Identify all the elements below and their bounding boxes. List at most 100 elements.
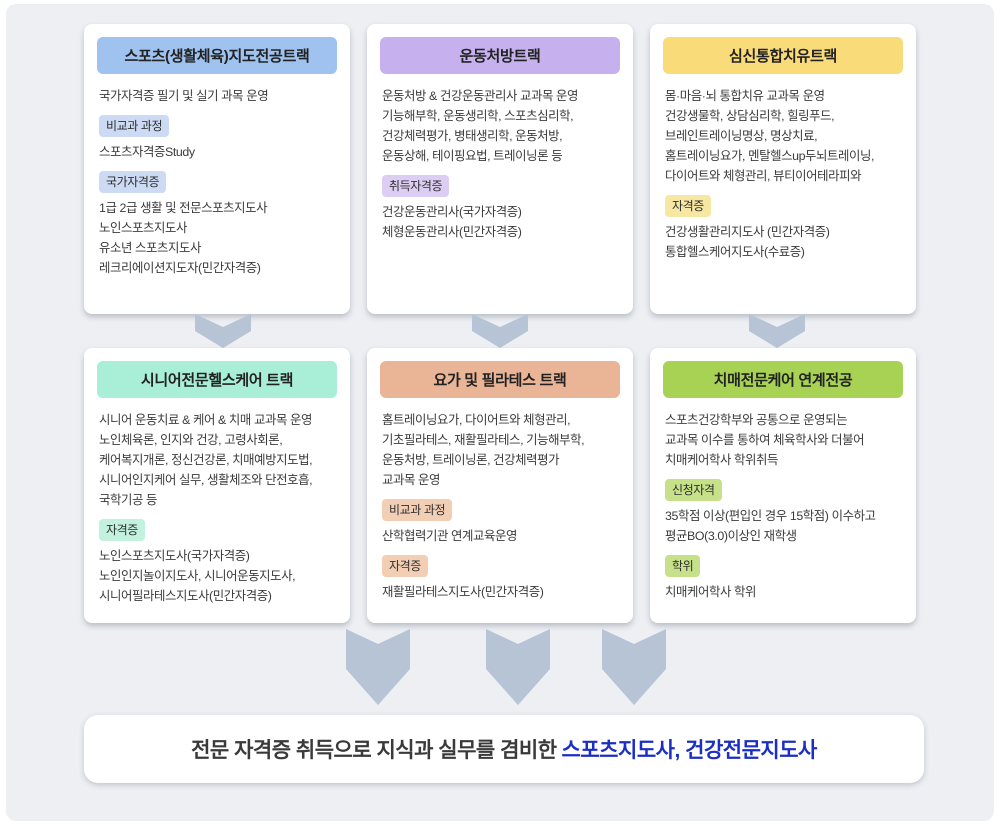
track-card-body: 홈트레이닝요가, 다이어트와 체형관리, 기초필라테스, 재활필라테스, 기능해부…: [367, 406, 633, 616]
text-line: 다이어트와 체형관리, 뷰티이어테라피와: [665, 169, 862, 183]
down-arrow-icon: [749, 314, 806, 348]
badge-row: 자격증: [99, 519, 335, 541]
text-line: 노인스포츠지도사: [99, 221, 187, 235]
text-block: 홈트레이닝요가, 다이어트와 체형관리, 기초필라테스, 재활필라테스, 기능해부…: [382, 410, 618, 490]
text-line: 시니어 운동치료 & 케어 & 치매 교과목 운영: [99, 413, 313, 427]
text-block: 치매케어학사 학위: [665, 582, 901, 602]
text-line: 홈트레이닝요가, 다이어트와 체형관리,: [382, 413, 571, 427]
track-card-title: 요가 및 필라테스 트랙: [380, 361, 620, 398]
arrow-cell: [639, 314, 916, 348]
text-line: 교과목 이수를 통하여 체육학사와 더불어: [665, 433, 865, 447]
category-badge: 자격증: [382, 555, 428, 577]
text-line: 몸·마음·뇌 통합치유 교과목 운영: [665, 89, 825, 103]
badge-row: 자격증: [665, 195, 901, 217]
category-badge: 신청자격: [665, 479, 722, 501]
text-line: 35학점 이상(편입인 경우 15학점) 이수하고: [665, 509, 876, 523]
text-block: 재활필라테스지도사(민간자격증): [382, 582, 618, 602]
text-line: 국학기공 등: [99, 493, 158, 507]
category-badge: 학위: [665, 555, 701, 577]
text-block: 국가자격증 필기 및 실기 과목 운영: [99, 86, 335, 106]
text-line: 건강생물학, 상담심리학, 힐링푸드,: [665, 109, 835, 123]
down-arrow-icon: [346, 629, 410, 705]
text-line: 스포츠건강학부와 공통으로 운영되는: [665, 413, 848, 427]
text-line: 치매케어학사 학위: [665, 585, 757, 599]
badge-row: 자격증: [382, 555, 618, 577]
text-line: 스포츠자격증Study: [99, 145, 195, 159]
down-arrow-icon: [471, 314, 528, 348]
text-line: 레크리에이션지도자(민간자격증): [99, 261, 261, 275]
text-line: 시니어필라테스지도사(민간자격증): [99, 589, 272, 603]
category-badge: 비교과 과정: [99, 115, 170, 137]
track-card-title: 스포츠(생활체육)지도전공트랙: [97, 37, 337, 74]
down-arrow-icon: [194, 314, 251, 348]
bottom-arrow-row: [84, 623, 916, 715]
category-badge: 취득자격증: [382, 175, 450, 197]
text-line: 홈트레이닝요가, 멘탈헬스up두뇌트레이닝,: [665, 149, 875, 163]
category-badge: 자격증: [665, 195, 711, 217]
text-line: 노인체육론, 인지와 건강, 고령사회론,: [99, 433, 283, 447]
text-line: 치매케어학사 학위취득: [665, 453, 779, 467]
badge-row: 취득자격증: [382, 175, 618, 197]
text-line: 교과목 운영: [382, 473, 441, 487]
text-line: 평균BO(3.0)이상인 재학생: [665, 529, 797, 543]
text-line: 브레인트레이닝명상, 명상치료,: [665, 129, 818, 143]
badge-row: 국가자격증: [99, 171, 335, 193]
text-block: 노인스포츠지도사(국가자격증) 노인인지놀이지도사, 시니어운동지도사, 시니어필라…: [99, 546, 335, 606]
track-card-title: 운동처방트랙: [380, 37, 620, 74]
text-line: 통합헬스케어지도사(수료증): [665, 245, 805, 259]
text-line: 노인스포츠지도사(국가자격증): [99, 549, 250, 563]
text-line: 기초필라테스, 재활필라테스, 기능해부학,: [382, 433, 585, 447]
category-badge: 자격증: [99, 519, 145, 541]
text-line: 재활필라테스지도사(민간자격증): [382, 585, 544, 599]
text-line: 노인인지놀이지도사, 시니어운동지도사,: [99, 569, 296, 583]
badge-row: 신청자격: [665, 479, 901, 501]
text-line: 기능해부학, 운동생리학, 스포츠심리학,: [382, 109, 574, 123]
text-line: 건강체력평가, 병태생리학, 운동처방,: [382, 129, 563, 143]
banner-text: 전문 자격증 취득으로 지식과 실무를 겸비한: [191, 739, 557, 762]
mid-arrow-row: [84, 314, 916, 348]
text-line: 시니어인지케어 실무, 생활체조와 단전호흡,: [99, 473, 313, 487]
track-card-title: 치매전문케어 연계전공: [663, 361, 903, 398]
category-badge: 비교과 과정: [382, 499, 453, 521]
text-line: 산학협력기관 연계교육운영: [382, 529, 518, 543]
arrow-cell: [361, 314, 638, 348]
text-block: 건강운동관리사(국가자격증)체형운동관리사(민간자격증): [382, 202, 618, 242]
category-badge: 국가자격증: [99, 171, 167, 193]
badge-row: 비교과 과정: [99, 115, 335, 137]
badge-row: 학위: [665, 555, 901, 577]
text-block: 스포츠자격증Study: [99, 142, 335, 162]
text-line: 국가자격증 필기 및 실기 과목 운영: [99, 89, 269, 103]
text-line: 건강생활관리지도사 (민간자격증): [665, 225, 830, 239]
down-arrow-icon: [602, 629, 666, 705]
text-line: 운동처방 & 건강운동관리사 교과목 운영: [382, 89, 579, 103]
text-line: 유소년 스포츠지도사: [99, 241, 202, 255]
text-line: 1급 2급 생활 및 전문스포츠지도사: [99, 201, 268, 215]
text-line: 운동처방, 트레이닝론, 건강체력평가: [382, 453, 560, 467]
text-block: 건강생활관리지도사 (민간자격증) 통합헬스케어지도사(수료증): [665, 222, 901, 262]
arrow-cell: [84, 314, 361, 348]
down-arrow-icon: [486, 629, 550, 705]
track-card-title: 시니어전문헬스케어 트랙: [97, 361, 337, 398]
text-line: 운동상해, 테이핑요법, 트레이닝론 등: [382, 149, 563, 163]
text-block: 산학협력기관 연계교육운영: [382, 526, 618, 546]
